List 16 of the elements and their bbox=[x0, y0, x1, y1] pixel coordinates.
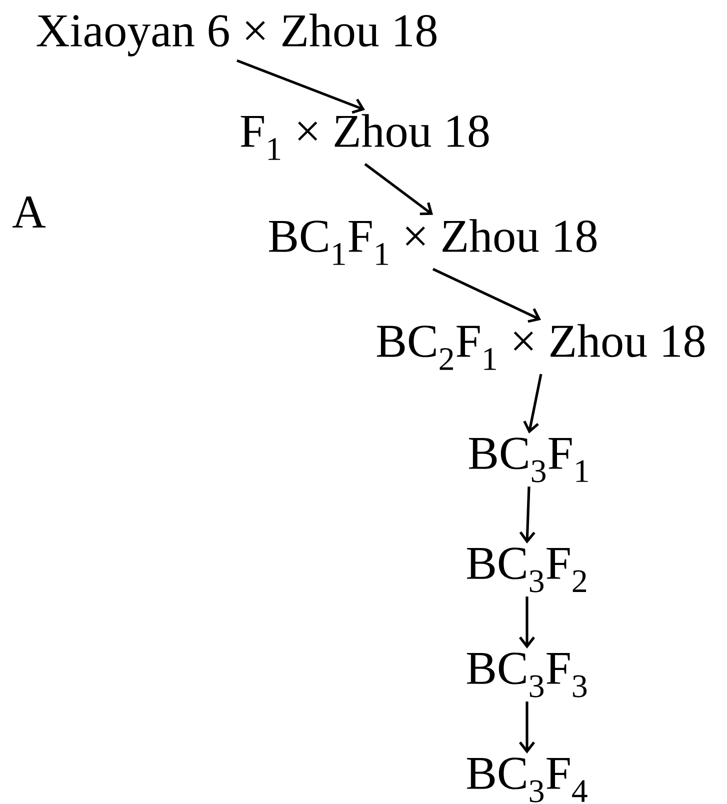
generation-label: BC$_{3}$F$_{2}$ bbox=[466, 548, 586, 592]
generation-label: BC$_{2}$F$_{1}$ × Zhou 18 bbox=[377, 324, 705, 370]
generation-label: BC$_{1}$F$_{1}$ × Zhou 18 bbox=[269, 219, 597, 265]
generation-label: F$_{1}$ × Zhou 18 bbox=[240, 114, 489, 160]
arrow bbox=[236, 59, 365, 114]
arrow bbox=[519, 486, 536, 544]
arrow bbox=[523, 374, 542, 434]
arrow bbox=[518, 702, 536, 754]
arrow bbox=[518, 596, 536, 648]
arrow bbox=[432, 268, 541, 323]
arrow bbox=[364, 163, 433, 216]
generation-label: Xiaoyan 6 × Zhou 18 bbox=[36, 14, 436, 56]
generation-label: BC$_{3}$F$_{4}$ bbox=[466, 758, 588, 802]
generation-label: BC$_{3}$F$_{3}$ bbox=[466, 652, 587, 698]
panel-letter: A bbox=[12, 196, 46, 228]
generation-label: BC$_{3}$F$_{1}$ bbox=[468, 438, 588, 482]
